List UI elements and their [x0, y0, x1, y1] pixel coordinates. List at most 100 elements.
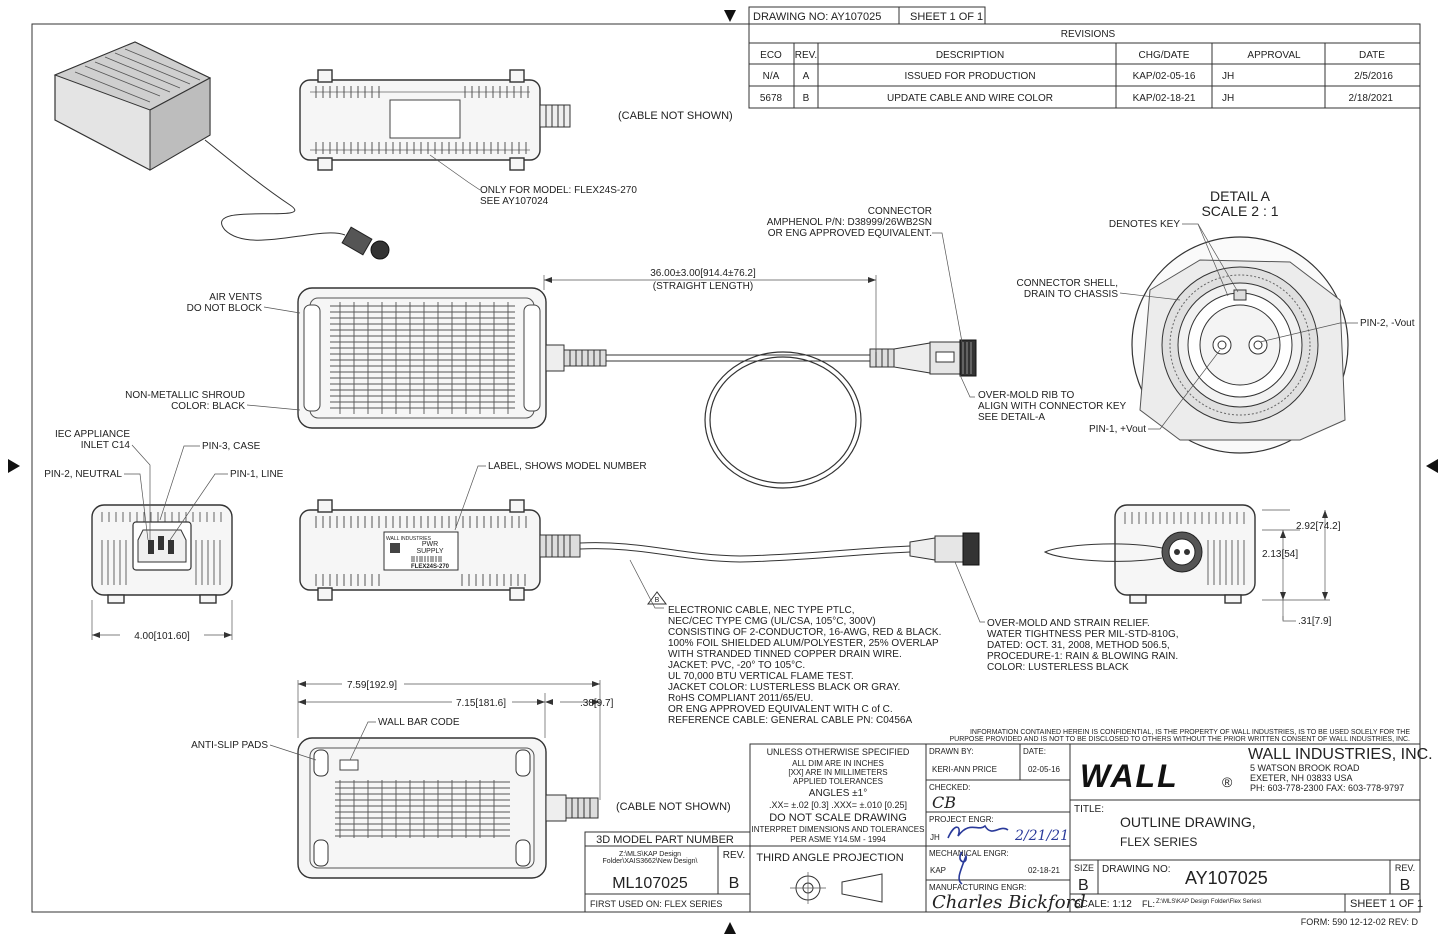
rev-row-chg: KAP/02-05-16 [1133, 71, 1196, 82]
end-view-iec: IEC APPLIANCE INLET C14 PIN-3, CASE PIN-… [44, 429, 284, 642]
drawn-by-label: DRAWN BY: [929, 747, 974, 756]
iec-inlet-label: IEC APPLIANCE [55, 429, 130, 440]
confidential-line-2: PURPOSE PROVIDED AND IS NOT TO BE DISCLO… [949, 736, 1410, 743]
model-path-1: Z:\MLS\KAP Design [619, 851, 681, 858]
cable-not-shown-bottom-label: (CABLE NOT SHOWN) [616, 801, 731, 813]
drawn-by: KERI-ANN PRICE [932, 765, 997, 774]
drawn-date: 02-05-16 [1028, 765, 1061, 774]
amphenol-label: AMPHENOL P/N: D38999/26WB2SN [767, 217, 932, 228]
address-line: PH: 603-778-2300 FAX: 603-778-9797 [1250, 783, 1404, 793]
address-line: 5 WATSON BROOK ROAD [1250, 763, 1360, 773]
mech-engr-sig-stroke [958, 851, 967, 885]
iec-c14-label: INLET C14 [81, 440, 131, 451]
projection-symbol [790, 872, 883, 904]
shell-label: CONNECTOR SHELL, [1016, 278, 1118, 289]
checked-signature: CB [932, 793, 956, 812]
front-view-label: WALL INDUSTRIES PWR SUPPLY FLEX24S-270 [299, 461, 980, 601]
side-view-top: (CABLE NOT SHOWN) ONLY FOR MODEL: FLEX24… [299, 69, 733, 207]
rev-row-date: 2/5/2016 [1354, 71, 1393, 82]
cable-not-shown-top-label: (CABLE NOT SHOWN) [618, 110, 733, 122]
pin2-vout-label: PIN-2, -Vout [1360, 318, 1415, 329]
eng-approved-label: OR ENG APPROVED EQUIVALENT. [768, 228, 932, 239]
cable-front [539, 532, 980, 566]
cable-spec-line: CONSISTING OF 2-CONDUCTOR, 16-AWG, RED &… [668, 627, 941, 638]
revision-table: DRAWING NO: AY107025 SHEET 1 OF 1 REVISI… [748, 6, 1421, 109]
dim-031-label: .31[7.9] [1298, 616, 1332, 627]
col-description: DESCRIPTION [936, 50, 1004, 61]
anti-slip-label: ANTI-SLIP PADS [191, 740, 268, 751]
cable-stub-top [539, 104, 571, 128]
only-for-model-label: ONLY FOR MODEL: FLEX24S-270 [480, 185, 637, 196]
cable-stub-bottom [545, 794, 599, 822]
bottom-view: (CABLE NOT SHOWN) 7.59[192.9] 7.15[181.6… [191, 677, 731, 879]
pin2-neutral-label: PIN-2, NEUTRAL [44, 469, 122, 480]
size-value: B [1078, 877, 1089, 894]
model-rev-label: REV. [723, 850, 745, 861]
label-model: FLEX24S-270 [411, 564, 450, 570]
strain-relief-note: OVER-MOLD AND STRAIN RELIEF. WATER TIGHT… [954, 561, 1179, 673]
proj-engr-signature: 2/21/21 [1014, 828, 1069, 844]
connector-label: CONNECTOR [868, 206, 932, 217]
denotes-key-label: DENOTES KEY [1109, 219, 1180, 230]
mech-engr-label: MECHANICAL ENGR: [929, 849, 1009, 858]
projection-label: THIRD ANGLE PROJECTION [756, 852, 903, 864]
model-path-2: Folder\XAIS3662\New Design\ [603, 858, 698, 865]
detail-a-title: DETAIL A [1210, 188, 1271, 204]
rev-row-chg: KAP/02-18-21 [1133, 93, 1196, 104]
rev-row-rev: B [803, 93, 810, 104]
tol-line: UNLESS OTHERWISE SPECIFIED [767, 747, 910, 757]
cable-spec-line: ELECTRONIC CABLE, NEC TYPE PTLC, [668, 605, 855, 616]
cable-spec-line: REFERENCE CABLE: GENERAL CABLE PN: C0456… [668, 715, 912, 726]
col-eco: ECO [760, 50, 782, 61]
rev-row-approval: JH [1222, 71, 1234, 82]
rev-row-date: 2/18/2021 [1349, 93, 1394, 104]
overmold-rib-label: OVER-MOLD RIB TO [978, 390, 1075, 401]
tol-line: APPLIED TOLERANCES [793, 777, 883, 786]
logo-text: WALL [1080, 758, 1179, 794]
sheet-value: SHEET 1 OF 1 [1350, 898, 1423, 910]
center-mark-top [724, 10, 736, 22]
straight-length-label: (STRAIGHT LENGTH) [653, 281, 753, 292]
strain-relief-line: WATER TIGHTNESS PER MIL-STD-810G, [987, 629, 1179, 640]
size-label: SIZE [1074, 863, 1094, 873]
pin1-line-label: PIN-1, LINE [230, 469, 284, 480]
detail-a-scale: SCALE 2 : 1 [1201, 203, 1278, 219]
revision-triangle [647, 591, 667, 605]
address-line: EXETER, NH 03833 USA [1250, 773, 1353, 783]
first-used: FIRST USED ON: FLEX SERIES [590, 899, 722, 909]
tol-line: [XX] ARE IN MILLIMETERS [788, 768, 887, 777]
revisions-title: REVISIONS [1061, 29, 1116, 40]
proj-engr-label: PROJECT ENGR: [929, 815, 994, 824]
title-line-1: OUTLINE DRAWING, [1120, 814, 1256, 830]
rev-row-rev: A [803, 71, 810, 82]
mech-engr: KAP [930, 866, 946, 875]
file-path: Z:\MLS\KAP Design Folder\Flex Series\ [1156, 899, 1262, 905]
cable-spec-line: 100% FOIL SHIELDED ALUM/POLYESTER, 25% O… [668, 638, 939, 649]
detail-a: DETAIL A SCALE 2 : 1 DENOTES KEY CONNECT… [1016, 188, 1415, 454]
proj-engr: JH [930, 833, 940, 842]
col-chg-date: CHG/DATE [1139, 50, 1190, 61]
dim-038-label: .38[9.7] [580, 698, 614, 709]
drawing-no-label: DRAWING NO: [1102, 864, 1171, 875]
mech-date: 02-18-21 [1028, 866, 1061, 875]
cable-spec-line: RoHS COMPLIANT 2011/65/EU. [668, 693, 813, 704]
wall-logo: WALL ® [1080, 758, 1233, 794]
label-line2: SUPPLY [416, 548, 443, 555]
see-detail-a-label: SEE DETAIL-A [978, 412, 1045, 423]
drawing-no-value: AY107025 [1185, 868, 1268, 888]
center-mark-bottom [724, 922, 736, 934]
main-top-view: 36.00±3.00[914.4±76.2] (STRAIGHT LENGTH)… [125, 206, 1126, 489]
width-dim-label: 4.00[101.60] [134, 631, 190, 642]
see-ay107024-label: SEE AY107024 [480, 196, 549, 207]
rev-row-eco: N/A [763, 71, 780, 82]
strain-relief-line: OVER-MOLD AND STRAIN RELIEF. [987, 618, 1150, 629]
mfg-engr-label: MANUFACTURING ENGR: [929, 883, 1026, 892]
title-label: TITLE: [1074, 804, 1104, 815]
tol-line: PER ASME Y14.5M - 1994 [790, 835, 886, 844]
checked-label: CHECKED: [929, 783, 970, 792]
connector-end-view: 2.92[74.2] 2.13[54] .31[7.9] [1043, 504, 1341, 627]
form-number: FORM: 590 12-12-02 REV: D [1301, 917, 1419, 927]
col-date: DATE [1359, 50, 1385, 61]
cable-spec-line: UL 70,000 BTU VERTICAL FLAME TEST. [668, 671, 854, 682]
dim-213-label: 2.13[54] [1262, 549, 1298, 560]
